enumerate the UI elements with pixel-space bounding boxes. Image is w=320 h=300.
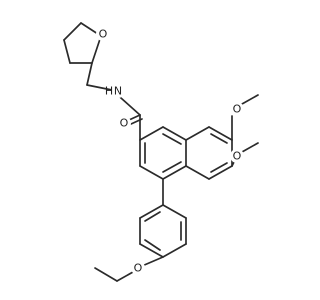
bond-naph-inner-4 — [210, 133, 228, 144]
bond-naph-c5-c6 — [208, 126, 233, 141]
bond-thf-ch2 — [86, 62, 93, 86]
atom-bg-o-thf — [96, 27, 110, 41]
bond-o-ch2-ethoxy — [116, 271, 134, 282]
atom-bg-o-carbonyl — [117, 116, 131, 130]
bond-naph-c8-c8a — [185, 165, 210, 180]
atom-bg-o-ethoxy — [131, 261, 145, 275]
atom-bg-n — [111, 84, 125, 98]
bond-layer — [63, 22, 259, 282]
bond-naph-c7-c8 — [208, 165, 233, 180]
atom-o-methoxy-top-label: O — [233, 103, 242, 116]
bond-naph-c4a-c5 — [185, 126, 210, 141]
bond-naph-c8a-c4 — [162, 165, 187, 180]
bond-ph-inner-3 — [144, 211, 161, 222]
bond-naph-inner-3 — [162, 161, 182, 173]
bond-naph-c3-c4a — [162, 126, 187, 141]
bond-ph-4-5 — [139, 243, 164, 258]
bond-ph-o-ethoxy — [141, 256, 164, 267]
bond-thf-o-c1 — [91, 35, 102, 64]
bond-naph-c4-c1 — [139, 165, 164, 180]
bond-ph-3-4 — [162, 243, 187, 258]
bond-thf-c3-c4 — [63, 22, 82, 41]
bond-carbonyl-double-a — [128, 114, 141, 121]
bond-ch2-ch3-ethoxy — [94, 267, 118, 282]
bond-naph-inner-5 — [210, 162, 228, 173]
molecule-structure-diagram: O N H O O O O — [63, 22, 259, 282]
atom-o-methoxy-bottom-label: O — [233, 150, 242, 163]
atom-n-amide-label: N — [114, 85, 122, 98]
atom-label-layer: O N H O O O O — [96, 27, 244, 275]
atom-h-amide-label: H — [105, 85, 113, 98]
atom-o-ethoxy-label: O — [134, 262, 143, 275]
atom-o-carbonyl-label: O — [120, 117, 129, 130]
atom-bg-o-methoxy-bottom — [230, 149, 244, 163]
bond-naph-inner-1 — [162, 133, 182, 145]
bond-o-ch3-bottom — [241, 142, 259, 153]
bond-ch2-n — [86, 84, 113, 91]
bond-ph-inner-2 — [144, 239, 161, 251]
atom-bg-o-methoxy-top — [230, 102, 244, 116]
atom-o-thf-label: O — [99, 28, 108, 41]
bond-naph-c2-c3 — [139, 126, 164, 141]
bond-o-ch3-top — [241, 94, 259, 105]
bond-thf-c2-c3 — [63, 39, 71, 64]
bond-ph-6-1 — [139, 204, 164, 219]
bond-ph-1-2 — [162, 204, 187, 219]
